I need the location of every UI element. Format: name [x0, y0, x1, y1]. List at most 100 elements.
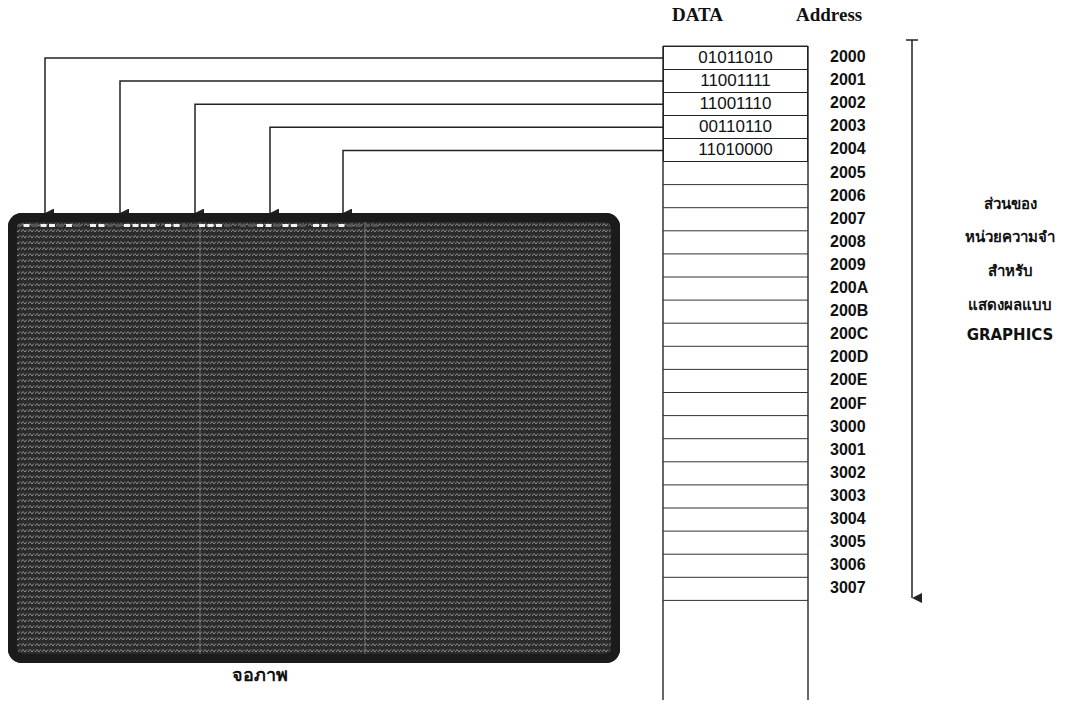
- memory-address: 2000: [830, 48, 866, 66]
- pixel-bit: [75, 224, 81, 227]
- memory-row-line: [663, 300, 808, 301]
- pixel-bit: [373, 224, 379, 227]
- data-byte: 01011010: [698, 48, 772, 68]
- pixel-bit: [24, 224, 30, 227]
- data-arrow: [45, 58, 663, 213]
- pixel-bit: [283, 224, 289, 227]
- memory-address: 200A: [830, 279, 868, 297]
- pixel-bit: [291, 224, 297, 227]
- pixel-bit: [66, 224, 72, 227]
- pixel-bit: [150, 224, 156, 227]
- pixel-bit: [124, 224, 130, 227]
- pixel-bit: [347, 224, 353, 227]
- pixel-bit: [266, 224, 272, 227]
- pixel-bit: [165, 224, 171, 227]
- memory-table: [663, 46, 808, 700]
- side-note: สำหรับ: [925, 259, 1087, 283]
- memory-address: 3001: [830, 441, 866, 459]
- pixel-bit: [141, 224, 147, 227]
- memory-address: 2001: [830, 71, 866, 89]
- pixel-bit: [322, 224, 328, 227]
- pixel-bit: [174, 224, 180, 227]
- memory-row-line: [663, 461, 808, 462]
- data-arrow: [270, 127, 663, 213]
- data-byte: 11001110: [700, 94, 772, 114]
- pixel-bit: [133, 224, 139, 227]
- column-header: DATA: [672, 4, 723, 26]
- side-note: GRAPHICS: [925, 326, 1087, 344]
- display-screen: จอภาพ: [8, 213, 620, 663]
- pixel-bit: [182, 224, 188, 227]
- side-note: แสดงผลแบบ: [925, 293, 1087, 317]
- scan-line: [200, 222, 201, 654]
- pixel-bit: [199, 224, 205, 227]
- memory-address: 2008: [830, 233, 866, 251]
- pixel-bit: [257, 224, 263, 227]
- memory-row-line: [663, 392, 808, 393]
- pixel-bit: [99, 224, 105, 227]
- screen-pixels: [17, 222, 611, 654]
- range-arrow: [911, 40, 913, 598]
- data-arrow: [343, 150, 663, 213]
- scan-line: [365, 222, 366, 654]
- memory-cell: 11001111: [663, 69, 808, 93]
- data-arrow: [120, 81, 663, 213]
- memory-row-line: [663, 415, 808, 416]
- pixel-bit: [274, 224, 280, 227]
- pixel-bit: [41, 224, 47, 227]
- memory-row-line: [663, 323, 808, 324]
- pixel-bit: [208, 224, 214, 227]
- memory-address: 2002: [830, 94, 866, 112]
- data-byte: 11001111: [700, 71, 771, 91]
- side-note: ส่วนของ: [925, 192, 1087, 216]
- pixel-bit: [116, 224, 122, 227]
- pixel-bit: [313, 224, 319, 227]
- pixel-bit: [216, 224, 222, 227]
- data-byte: 00110110: [699, 117, 772, 137]
- memory-address: 200E: [830, 371, 867, 389]
- memory-row-line: [663, 230, 808, 231]
- memory-address: 2006: [830, 187, 866, 205]
- pixel-bit: [356, 224, 362, 227]
- pixel-bit: [240, 224, 246, 227]
- memory-row-line: [663, 369, 808, 370]
- pixel-bit: [330, 224, 336, 227]
- pixel-bit: [225, 224, 231, 227]
- memory-address: 200D: [830, 348, 868, 366]
- memory-row-line: [663, 438, 808, 439]
- data-arrow: [195, 104, 663, 213]
- pixel-bit: [339, 224, 345, 227]
- screen-label: จอภาพ: [232, 660, 288, 689]
- memory-row-line: [663, 508, 808, 509]
- memory-address: 3007: [830, 579, 866, 597]
- side-note: หน่วยความจำ: [925, 225, 1087, 249]
- memory-row-line: [663, 346, 808, 347]
- pixel-bit: [32, 224, 38, 227]
- memory-row-line: [663, 484, 808, 485]
- memory-row-line: [663, 207, 808, 208]
- memory-address: 2003: [830, 117, 866, 135]
- data-byte: 11010000: [698, 140, 772, 160]
- column-header: Address: [796, 4, 862, 26]
- memory-row-line: [663, 184, 808, 185]
- memory-row-line: [663, 554, 808, 555]
- memory-address: 3005: [830, 533, 866, 551]
- memory-address: 2009: [830, 256, 866, 274]
- pixel-bit: [90, 224, 96, 227]
- memory-cell: 00110110: [663, 115, 808, 139]
- pixel-bit: [300, 224, 306, 227]
- pixel-bit: [49, 224, 55, 227]
- pixel-bit: [58, 224, 64, 227]
- screen-frame: [8, 213, 620, 663]
- memory-address: 200F: [830, 395, 866, 413]
- memory-address: 3000: [830, 418, 866, 436]
- memory-address: 3002: [830, 464, 866, 482]
- memory-address: 3004: [830, 510, 866, 528]
- memory-row-line: [663, 577, 808, 578]
- memory-row-line: [663, 277, 808, 278]
- memory-row-line: [663, 600, 808, 601]
- memory-cell: 11010000: [663, 138, 808, 162]
